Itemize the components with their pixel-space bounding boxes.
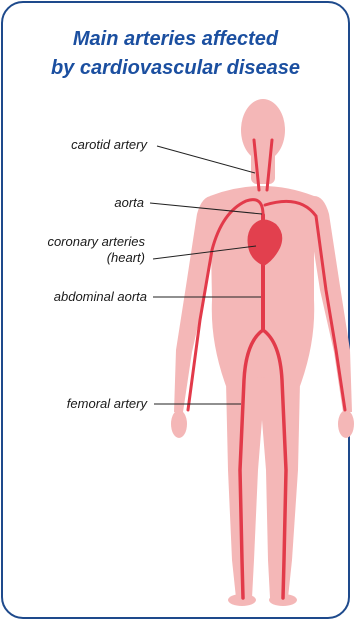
label-femoral-artery: femoral artery <box>67 396 147 412</box>
label-abdominal-aorta: abdominal aorta <box>54 289 147 305</box>
label-coronary-line-2: (heart) <box>47 250 145 266</box>
label-coronary-arteries: coronary arteries (heart) <box>47 234 145 266</box>
label-coronary-line-1: coronary arteries <box>47 234 145 250</box>
carotid-leader <box>157 146 255 173</box>
label-carotid-artery: carotid artery <box>71 137 147 153</box>
label-aorta: aorta <box>114 195 144 211</box>
body-silhouette <box>171 99 354 606</box>
